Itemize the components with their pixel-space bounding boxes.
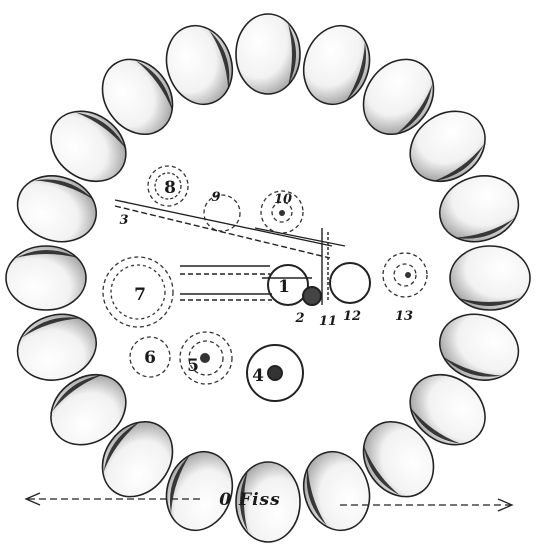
ring-oval xyxy=(236,14,300,94)
label-2: 2 xyxy=(294,311,304,326)
label-1: 1 xyxy=(278,277,290,297)
label-9: 9 xyxy=(211,190,220,205)
label-12: 12 xyxy=(343,309,361,324)
label-6: 6 xyxy=(144,348,156,368)
label-13: 13 xyxy=(395,309,413,324)
ring-oval xyxy=(6,246,86,310)
ring-oval xyxy=(450,246,530,310)
label-8: 8 xyxy=(164,178,176,198)
label-5: 5 xyxy=(187,356,199,376)
axis-label: 0 Fiss xyxy=(219,490,280,510)
label-10: 10 xyxy=(274,192,292,207)
circle-12 xyxy=(330,263,370,303)
label-7: 7 xyxy=(134,285,146,305)
label-3: 3 xyxy=(119,213,128,228)
label-11: 11 xyxy=(319,314,337,329)
line-3 xyxy=(115,200,332,246)
label-4: 4 xyxy=(252,366,264,386)
